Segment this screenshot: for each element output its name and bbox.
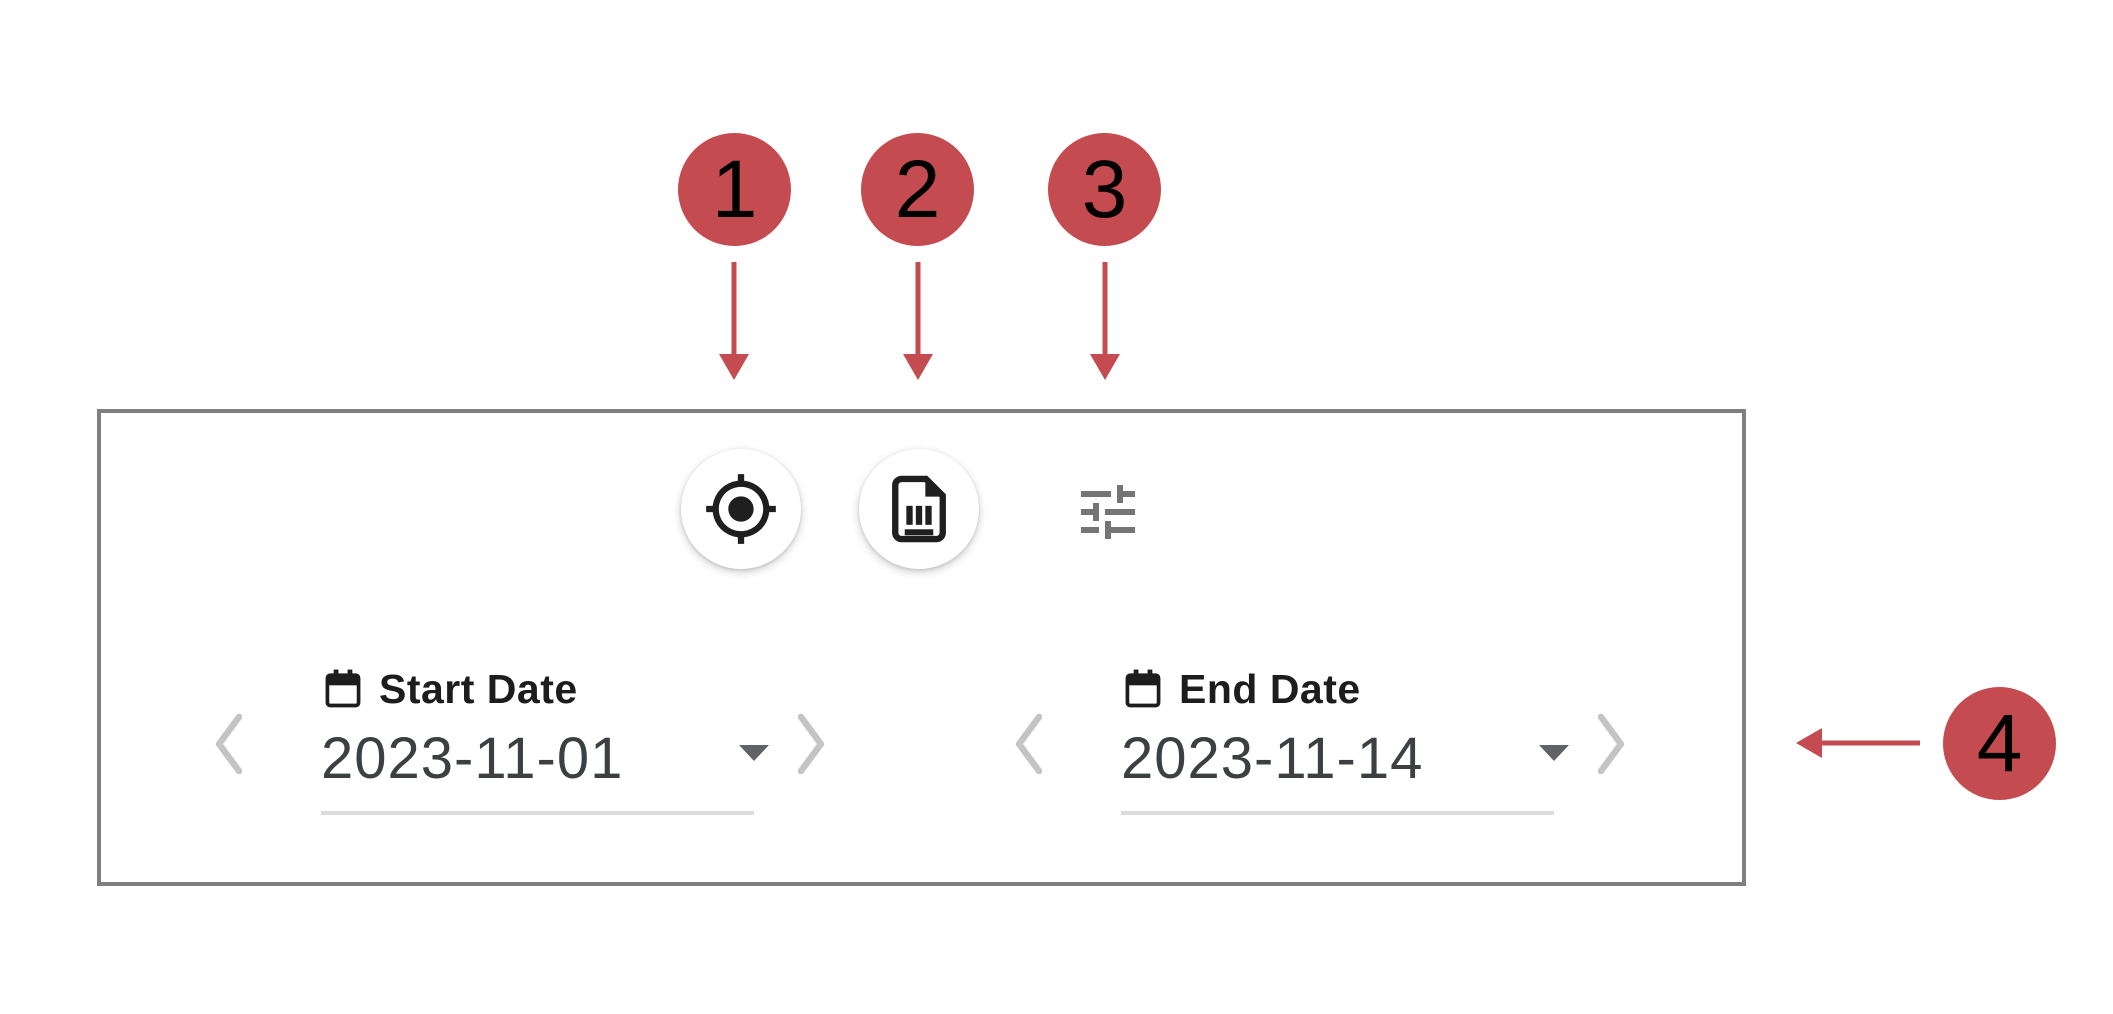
annotation-arrow-4 bbox=[1796, 728, 1920, 758]
annotation-marker-1-label: 1 bbox=[711, 143, 758, 235]
annotation-arrow-2 bbox=[903, 262, 933, 380]
start-date-field[interactable]: Start Date 2023-11-01 bbox=[321, 665, 769, 815]
start-date-prev-button[interactable] bbox=[209, 711, 249, 777]
my-location-icon bbox=[706, 474, 776, 544]
annotation-arrow-1 bbox=[719, 262, 749, 380]
end-date-next-button[interactable] bbox=[1591, 711, 1631, 777]
chevron-right-icon bbox=[1597, 713, 1625, 775]
annotation-marker-3: 3 bbox=[1048, 133, 1161, 246]
chevron-left-icon bbox=[1015, 713, 1043, 775]
annotation-marker-2-label: 2 bbox=[894, 143, 941, 235]
calendar-icon bbox=[1125, 669, 1161, 708]
start-date-label: Start Date bbox=[379, 665, 578, 712]
annotation-arrow-3 bbox=[1090, 262, 1120, 380]
tune-sliders-icon bbox=[1081, 485, 1135, 539]
end-date-dropdown-caret-icon[interactable] bbox=[1539, 745, 1569, 761]
report-document-icon bbox=[892, 475, 946, 543]
chevron-right-icon bbox=[797, 713, 825, 775]
end-date-value: 2023-11-14 bbox=[1121, 726, 1424, 791]
end-date-field[interactable]: End Date 2023-11-14 bbox=[1121, 665, 1569, 815]
end-date-label: End Date bbox=[1179, 665, 1361, 712]
end-date-label-row: End Date bbox=[1121, 665, 1554, 713]
annotation-marker-1: 1 bbox=[678, 133, 791, 246]
chevron-left-icon bbox=[215, 713, 243, 775]
end-date-prev-button[interactable] bbox=[1009, 711, 1049, 777]
start-date-value: 2023-11-01 bbox=[321, 726, 624, 791]
annotation-marker-2: 2 bbox=[861, 133, 974, 246]
calendar-icon bbox=[325, 669, 361, 708]
date-range-panel: Start Date 2023-11-01 bbox=[97, 409, 1746, 886]
my-location-button[interactable] bbox=[681, 449, 801, 569]
filter-settings-button[interactable] bbox=[1069, 473, 1147, 551]
start-date-dropdown-caret-icon[interactable] bbox=[739, 745, 769, 761]
annotation-marker-3-label: 3 bbox=[1081, 143, 1128, 235]
start-date-label-row: Start Date bbox=[321, 665, 754, 713]
report-button[interactable] bbox=[859, 449, 979, 569]
start-date-next-button[interactable] bbox=[791, 711, 831, 777]
annotation-marker-4: 4 bbox=[1943, 687, 2056, 800]
annotation-marker-4-label: 4 bbox=[1976, 697, 2023, 789]
